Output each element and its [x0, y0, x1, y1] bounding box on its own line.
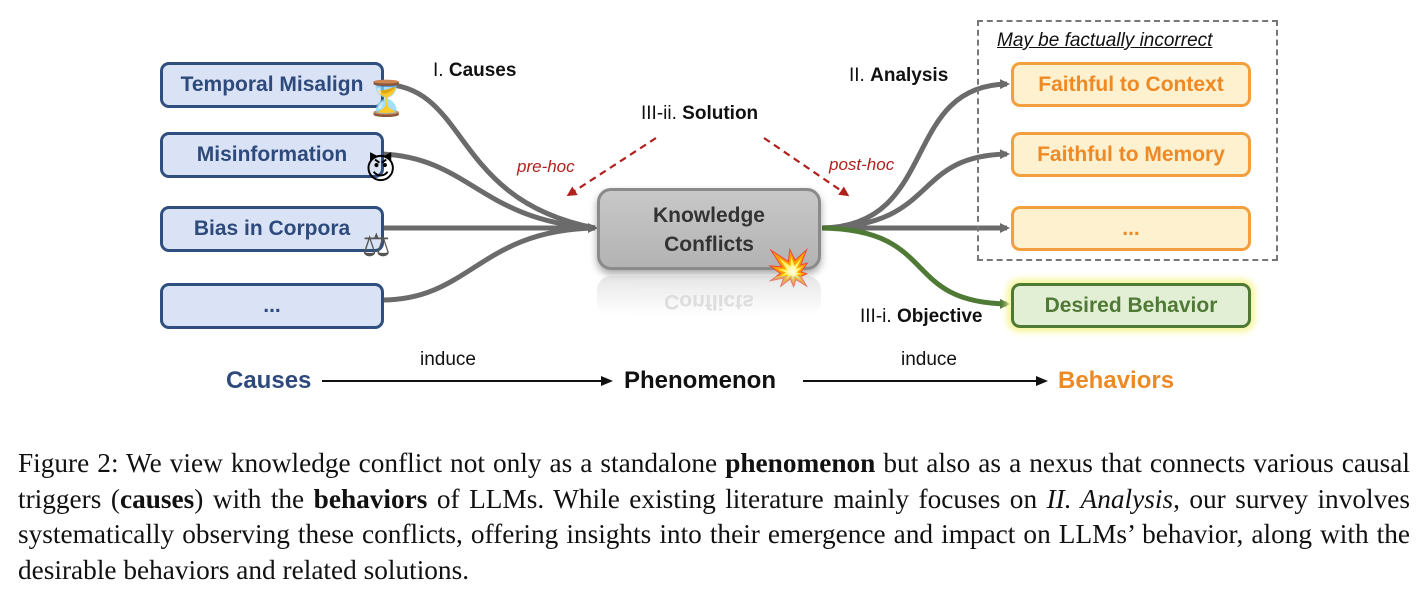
post-hoc-label: post-hoc [829, 155, 895, 174]
analysis-section-label: II. Analysis [849, 65, 949, 86]
behavior-box-faithful-memory: Faithful to Memory [1011, 132, 1251, 177]
hourglass-icon: ⏳ [365, 80, 408, 118]
post-hoc-arrow [763, 137, 850, 197]
cause-box-bias-in-corpora: Bias in Corpora [160, 206, 384, 252]
flow-induce-right: induce [901, 349, 957, 370]
collision-icon: 💥 [766, 247, 811, 288]
desired-behavior-box: Desired Behavior [1011, 283, 1251, 328]
cause-arrow-etc [381, 225, 596, 303]
phenomenon-line1: Knowledge [652, 204, 765, 227]
solution-label: III-ii. Solution [641, 103, 759, 124]
behavior-box-faithful-context: Faithful to Context [1011, 62, 1251, 107]
scales-icon: ⚖ [362, 227, 391, 263]
desired-behavior-label: Desired Behavior [1044, 293, 1218, 317]
figure-caption: Figure 2: We view knowledge conflict not… [18, 448, 1410, 585]
behavior-label: Faithful to Memory [1037, 142, 1225, 166]
cause-box-misinformation: Misinformation [160, 132, 384, 178]
factually-incorrect-frame [977, 20, 1278, 261]
phenomenon-line2: Conflicts [664, 233, 754, 256]
behavior-label: Faithful to Context [1038, 72, 1224, 96]
behavior-label: ... [1122, 216, 1140, 240]
cause-box-temporal-misalign: Temporal Misalign [160, 62, 384, 108]
flow-phenomenon: Phenomenon [624, 367, 777, 394]
causes-section-label: I. Causes [433, 60, 517, 81]
diagram-arrows [322, 79, 1048, 386]
cause-arrow-misinformation [381, 151, 596, 231]
flow-induce-left: induce [420, 349, 476, 370]
devil-face-icon: 😈 [365, 153, 397, 186]
pre-hoc-arrow [566, 137, 657, 197]
flow-causes: Causes [226, 367, 312, 394]
cause-label: Bias in Corpora [193, 217, 351, 240]
cause-label: Misinformation [196, 143, 348, 166]
flow-behaviors: Behaviors [1058, 367, 1175, 394]
objective-arrow [821, 225, 1010, 309]
frame-title: May be factually incorrect [997, 30, 1213, 51]
phenomenon-reflection: Conflicts [597, 276, 821, 316]
phenomenon-box: Knowledge Conflicts [597, 188, 821, 270]
behavior-arrow-context [821, 79, 1010, 231]
pre-hoc-label: pre-hoc [517, 157, 575, 176]
cause-box-etc: ... [160, 283, 384, 329]
cause-label: ... [263, 294, 281, 317]
behavior-box-etc: ... [1011, 206, 1251, 251]
cause-arrow-temporal [381, 81, 596, 231]
behavior-arrow-memory [821, 149, 1010, 231]
cause-label: Temporal Misalign [180, 73, 364, 96]
objective-label: III-i. Objective [860, 306, 983, 327]
